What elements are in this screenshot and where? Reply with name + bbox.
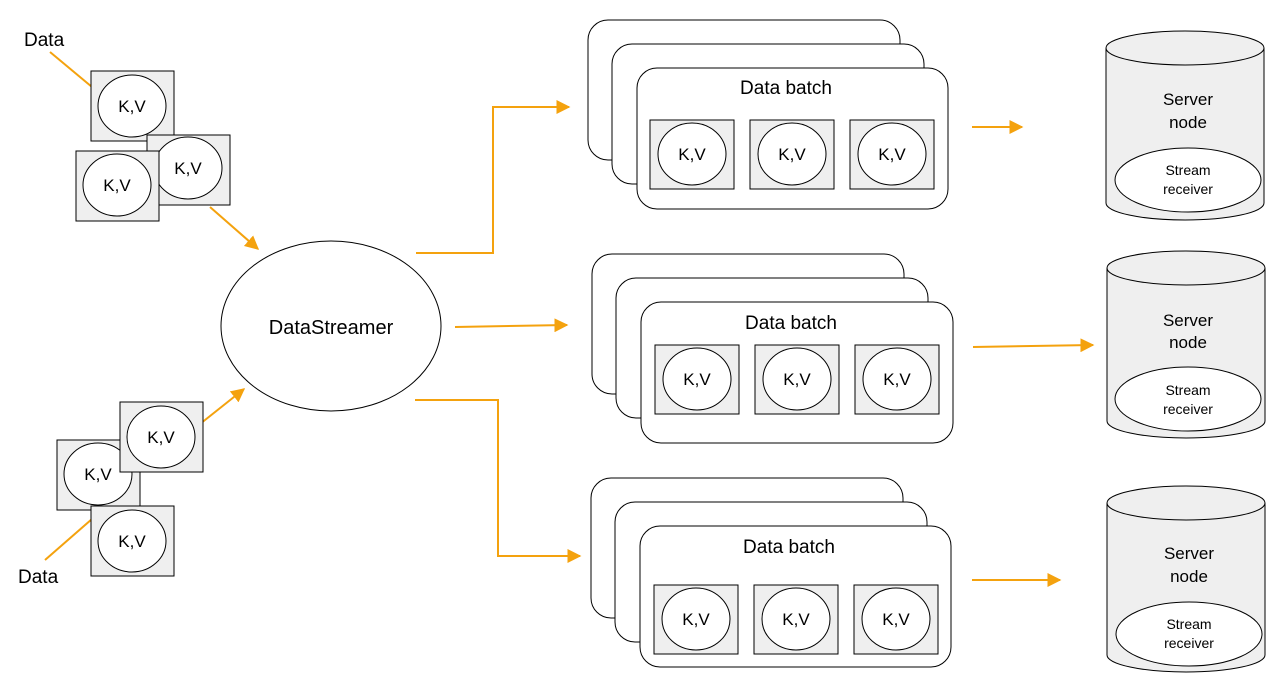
kv-record: K,V — [853, 584, 939, 655]
server-title: node — [1169, 333, 1207, 352]
streamer-to-batch-3-arrow — [415, 399, 582, 563]
kv-label: K,V — [678, 145, 706, 164]
kv-label: K,V — [118, 97, 146, 116]
kv-label: K,V — [782, 610, 810, 629]
kv-record: K,V — [654, 344, 740, 415]
receiver-label: receiver — [1164, 635, 1214, 651]
server-title: Server — [1163, 90, 1213, 109]
streamer-to-batch-2-arrow — [454, 318, 569, 333]
bottom-data-label: Data — [18, 567, 59, 588]
datastreamer-node: DataStreamer — [220, 240, 442, 412]
kv-record: K,V — [653, 584, 739, 655]
server-title: Server — [1163, 311, 1213, 330]
server-title: Server — [1164, 544, 1214, 563]
stream-receiver — [1115, 601, 1263, 667]
kv-label: K,V — [883, 370, 911, 389]
kv-label: K,V — [683, 370, 711, 389]
kv-record: K,V — [854, 344, 940, 415]
server-title: node — [1169, 113, 1207, 132]
receiver-label: receiver — [1163, 401, 1213, 417]
kv-label: K,V — [147, 428, 175, 447]
receiver-label: Stream — [1165, 382, 1210, 398]
kv-record: K,V — [649, 119, 735, 190]
kv-label: K,V — [84, 465, 112, 484]
server-node-3: Server node Stream receiver — [1106, 485, 1266, 673]
stream-receiver — [1114, 366, 1262, 432]
kv-label: K,V — [878, 145, 906, 164]
bottom-input-records: K,V K,V K,V — [56, 401, 204, 577]
kv-record: K,V — [90, 70, 175, 142]
kv-record: K,V — [754, 344, 840, 415]
datastreamer-label: DataStreamer — [269, 317, 394, 339]
kv-label: K,V — [778, 145, 806, 164]
kv-record: K,V — [849, 119, 935, 190]
kv-record: K,V — [749, 119, 835, 190]
kv-label: K,V — [174, 159, 202, 178]
kv-label: K,V — [682, 610, 710, 629]
top-input-records: K,V K,V K,V — [75, 70, 231, 222]
batch-2-to-server-arrow — [972, 338, 1095, 353]
batch-group-3: Data batch K,V K,V K,V — [590, 477, 952, 668]
server-node-2: Server node Stream receiver — [1106, 250, 1266, 439]
receiver-label: Stream — [1165, 162, 1210, 178]
kv-label: K,V — [882, 610, 910, 629]
batch-group-1: Data batch K,V K,V K,V — [587, 19, 949, 210]
bottom-records-to-streamer-arrow — [199, 388, 246, 425]
top-data-label: Data — [24, 30, 65, 51]
server-node-1: Server node Stream receiver — [1105, 30, 1265, 221]
streamer-to-batch-1-arrow — [416, 100, 571, 254]
kv-label: K,V — [783, 370, 811, 389]
receiver-label: Stream — [1166, 616, 1211, 632]
kv-record: K,V — [75, 150, 160, 222]
kv-record: K,V — [753, 584, 839, 655]
stream-receiver — [1114, 147, 1262, 213]
top-records-to-streamer-arrow — [209, 206, 260, 250]
receiver-label: receiver — [1163, 181, 1213, 197]
kv-label: K,V — [103, 176, 131, 195]
kv-record: K,V — [119, 401, 204, 473]
batch-group-2: Data batch K,V K,V K,V — [591, 253, 954, 444]
kv-record: K,V — [56, 439, 141, 511]
batch-title: Data batch — [745, 313, 837, 334]
batch-title: Data batch — [743, 537, 835, 558]
kv-label: K,V — [118, 532, 146, 551]
server-title: node — [1170, 567, 1208, 586]
kv-record: K,V — [90, 505, 175, 577]
batch-title: Data batch — [740, 78, 832, 99]
